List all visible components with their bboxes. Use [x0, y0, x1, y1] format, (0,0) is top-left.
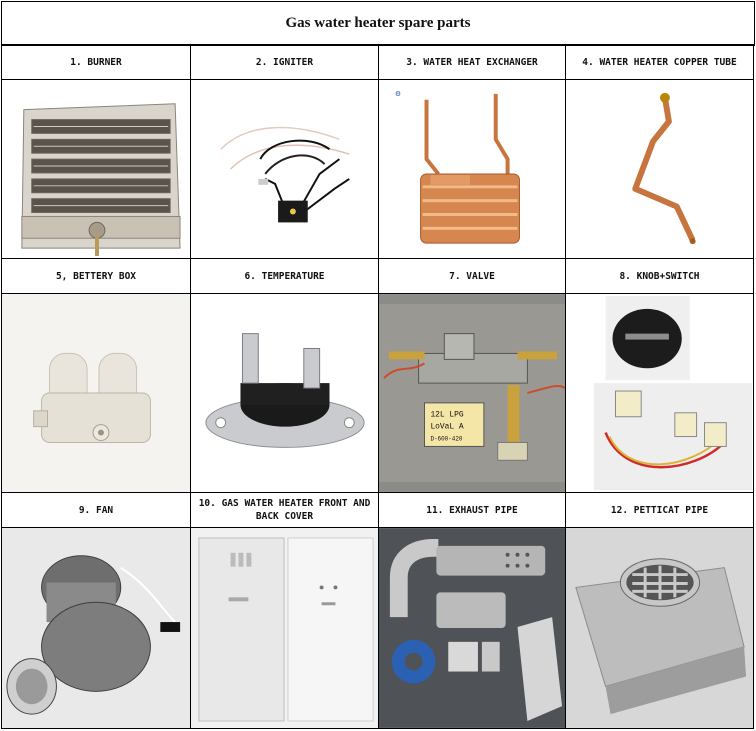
valve-label-line1: 12L LPG — [430, 411, 463, 420]
part-label-petticat-pipe: 12. PETTICAT PIPE — [565, 492, 754, 528]
cover-icon — [190, 527, 379, 729]
thermostat-icon — [190, 293, 379, 493]
copper-tube-icon — [565, 79, 754, 259]
svg-text:⚙: ⚙ — [395, 90, 401, 98]
part-label-knob-switch: 8. KNOB+SWITCH — [565, 258, 754, 294]
part-label-battery-box: 5, BETTERY BOX — [1, 258, 191, 294]
burner-icon — [1, 79, 191, 259]
part-label-igniter: 2. IGNITER — [190, 44, 379, 80]
valve-label-line2: LoVaL A — [430, 423, 463, 432]
knob-switch-icon — [565, 293, 754, 493]
battery-box-icon — [1, 293, 191, 493]
valve-nameplate: 12L LPG LoVaL A D-600-420 — [424, 402, 485, 447]
heat-exchanger-icon: ⚙ — [378, 79, 566, 259]
part-label-valve: 7. VALVE — [378, 258, 566, 294]
part-label-burner: 1. BURNER — [1, 44, 191, 80]
part-label-heat-exchanger: 3. WATER HEAT EXCHANGER — [378, 44, 566, 80]
petticat-pipe-icon — [565, 527, 754, 729]
valve-label-line3: D-600-420 — [430, 435, 462, 442]
part-label-fan: 9. FAN — [1, 492, 191, 528]
part-label-temperature: 6. TEMPERATURE — [190, 258, 379, 294]
igniter-icon — [190, 79, 379, 259]
part-label-copper-tube: 4. WATER HEATER COPPER TUBE — [565, 44, 754, 80]
page-title: Gas water heater spare parts — [1, 1, 755, 46]
fan-icon — [1, 527, 191, 729]
exhaust-pipe-icon — [378, 527, 566, 729]
part-label-cover: 10. GAS WATER HEATER FRONT AND BACK COVE… — [190, 492, 379, 528]
part-label-exhaust-pipe: 11. EXHAUST PIPE — [378, 492, 566, 528]
valve-icon: 12L LPG LoVaL A D-600-420 — [378, 293, 566, 493]
